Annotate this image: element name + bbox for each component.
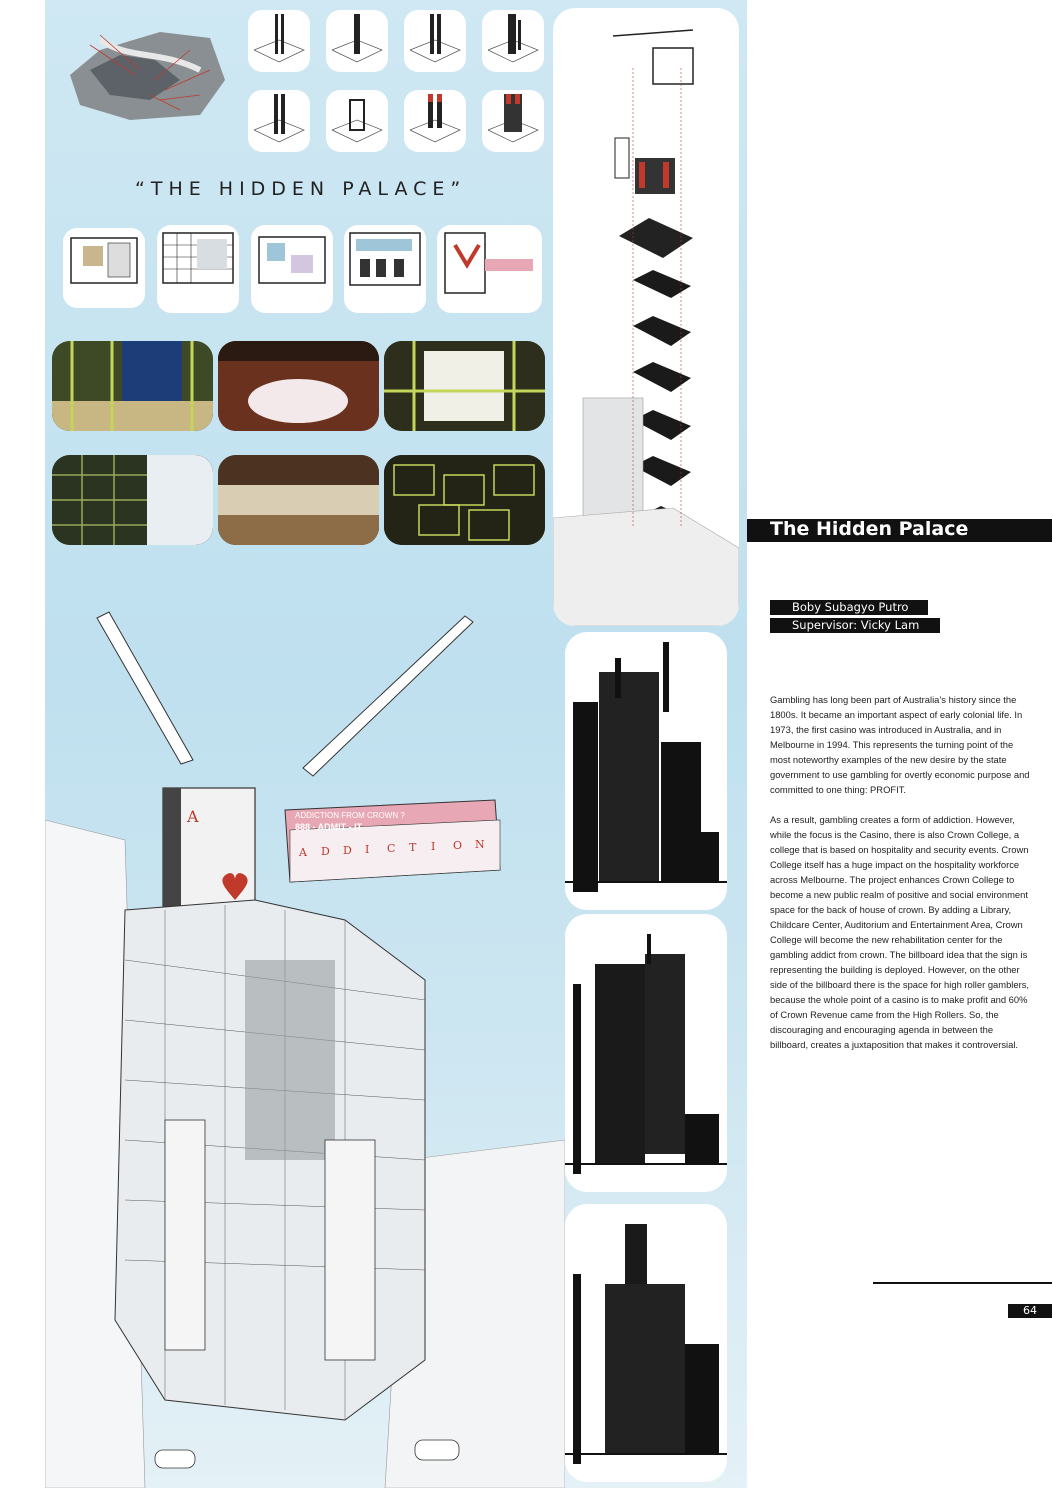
- interior-render: [384, 455, 545, 545]
- section-drawing-panel: [565, 914, 727, 1192]
- interior-render: [384, 341, 545, 431]
- floor-plan-tile: [344, 225, 426, 313]
- floor-plan-tile: [251, 225, 333, 313]
- interior-render: [218, 455, 379, 545]
- footer-rule: [873, 1282, 1052, 1284]
- diagram-tile: [326, 10, 388, 72]
- billboard-letter: N: [475, 838, 485, 851]
- exterior-render: [52, 455, 213, 545]
- title-bar: [747, 519, 1052, 542]
- floor-plan-tile: [437, 225, 542, 313]
- billboard-letter: C: [387, 842, 395, 855]
- section-drawing-panel: [565, 1204, 727, 1482]
- diagram-tile: [248, 90, 310, 152]
- page-number: 64: [1008, 1304, 1052, 1318]
- diagram-tile: [326, 90, 388, 152]
- interior-render: [218, 341, 379, 431]
- poster-panel: “THE HIDDEN PALACE”: [45, 0, 747, 1488]
- billboard-banner: ADDICTION FROM CROWN ?: [295, 811, 405, 820]
- poster-title: “THE HIDDEN PALACE”: [135, 178, 467, 200]
- description-paragraph: As a result, gambling creates a form of …: [770, 814, 1029, 1050]
- billboard-letter: I: [431, 840, 435, 853]
- main-perspective-drawing: A ADDICTION FROM CROWN ? 888 - ADMIT - I…: [45, 600, 566, 1488]
- diagram-tile: [248, 10, 310, 72]
- billboard-letter: I: [365, 843, 369, 856]
- site-map-image: [60, 20, 230, 130]
- interior-render: [52, 341, 213, 431]
- billboard-letter: O: [453, 839, 462, 852]
- billboard-phone: 888 - ADMIT - IT: [295, 822, 363, 832]
- card-rank: A: [186, 807, 199, 826]
- diagram-tile: [482, 90, 544, 152]
- diagram-tile: [404, 90, 466, 152]
- floor-plan-tile: [157, 225, 239, 313]
- billboard-letter: A: [298, 846, 308, 859]
- description-paragraph: Gambling has long been part of Australia…: [770, 694, 1030, 795]
- billboard-letter: D: [343, 844, 352, 857]
- section-drawing-panel: [565, 632, 727, 910]
- project-title: The Hidden Palace: [770, 518, 969, 540]
- billboard-letter: D: [321, 845, 330, 858]
- floor-plan-tile: [63, 228, 145, 308]
- billboard-letter: T: [409, 841, 417, 854]
- diagram-tile: [404, 10, 466, 72]
- diagram-tile: [482, 10, 544, 72]
- project-description: Gambling has long been part of Australia…: [770, 692, 1032, 1067]
- author-label: Boby Subagyo Putro: [770, 600, 928, 615]
- supervisor-label: Supervisor: Vicky Lam: [770, 618, 940, 633]
- exploded-axonometric-panel: [553, 8, 739, 626]
